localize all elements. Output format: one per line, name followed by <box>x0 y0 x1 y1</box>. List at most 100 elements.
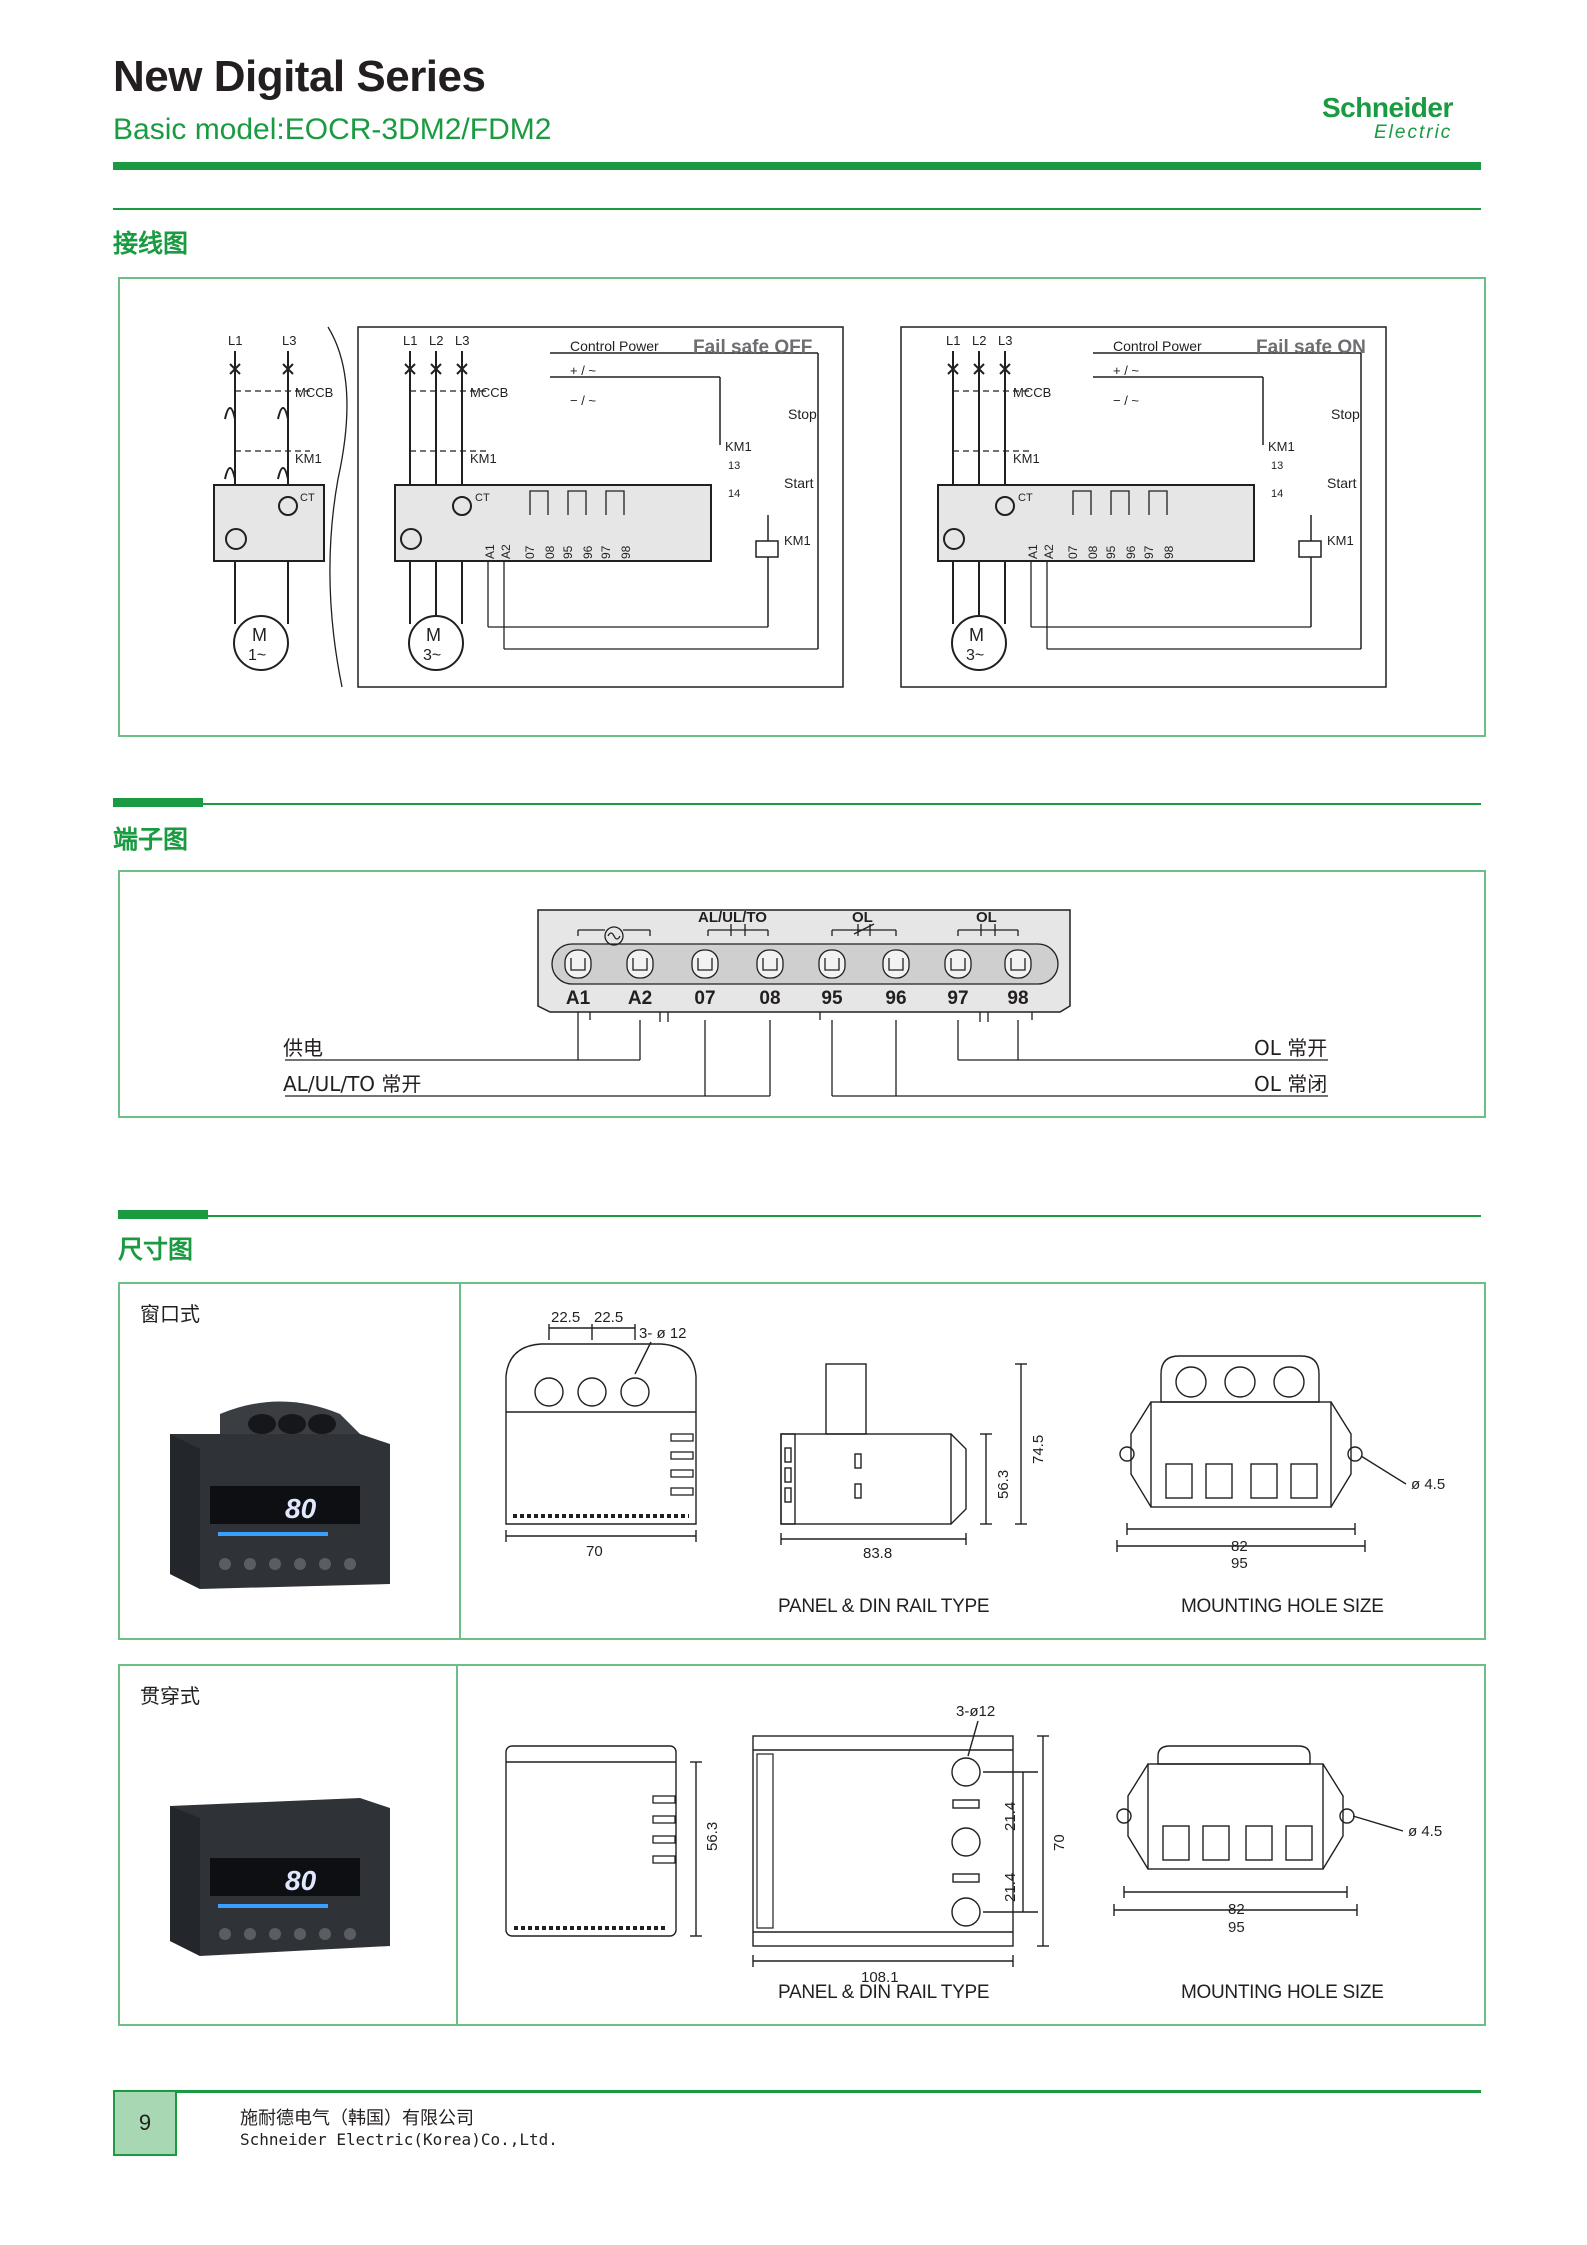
svg-text:95: 95 <box>1231 1555 1248 1572</box>
svg-text:80: 80 <box>285 1493 317 1524</box>
section-rule <box>208 1215 1481 1217</box>
terminal-label-97: 97 <box>947 988 968 1009</box>
schneider-logo: Schneider Electric <box>1322 92 1482 150</box>
page-title: New Digital Series <box>113 52 486 101</box>
svg-text:98: 98 <box>1162 545 1176 559</box>
svg-text:1~: 1~ <box>248 647 266 664</box>
svg-text:22.5: 22.5 <box>594 1309 623 1326</box>
svg-text:08: 08 <box>543 545 557 559</box>
svg-text:ø 4.5: ø 4.5 <box>1408 1823 1442 1840</box>
supply-label: 供电 <box>283 1036 323 1060</box>
wiring-diagram: L1 L3 MCCB KM1 CT M 1~ <box>213 326 1387 688</box>
section-title-terminal: 端子图 <box>113 825 189 854</box>
terminal-screw-97 <box>944 949 972 979</box>
svg-text:CT: CT <box>300 492 315 504</box>
svg-text:3~: 3~ <box>423 647 441 664</box>
window-type-label: 窗口式 <box>140 1302 200 1326</box>
svg-text:A1: A1 <box>483 544 497 559</box>
svg-text:KM1: KM1 <box>725 439 752 454</box>
svg-text:14: 14 <box>728 488 740 500</box>
svg-text:Control Power: Control Power <box>570 338 659 354</box>
svg-text:Control Power: Control Power <box>1113 338 1202 354</box>
svg-text:83.8: 83.8 <box>863 1545 892 1562</box>
svg-text:− / ~: − / ~ <box>1113 393 1139 408</box>
svg-text:3- ø 12: 3- ø 12 <box>639 1325 687 1342</box>
terminal-screw-07 <box>691 949 719 979</box>
company-name-en: Schneider Electric(Korea)Co.,Ltd. <box>240 2130 558 2149</box>
svg-text:22.5: 22.5 <box>551 1309 580 1326</box>
through-type-label: 贯穿式 <box>140 1684 200 1708</box>
svg-text:L1: L1 <box>946 333 960 348</box>
terminal-label-07: 07 <box>694 988 715 1009</box>
svg-text:70: 70 <box>1051 1834 1068 1851</box>
logo-brand: Schneider <box>1322 92 1453 123</box>
svg-text:Start: Start <box>1327 475 1357 491</box>
section-rule <box>113 208 1481 210</box>
terminal-screw-96 <box>882 949 910 979</box>
svg-text:3~: 3~ <box>966 647 984 664</box>
wiring-diagram-1 <box>213 326 348 688</box>
svg-text:Start: Start <box>784 475 814 491</box>
through-type-dimension-drawing: 56.3 3-ø12 21.4 21.4 70 108.1 ø 4.5 82 9… <box>505 1703 1442 1986</box>
svg-text:21.4: 21.4 <box>1002 1802 1019 1831</box>
section-title-dimension: 尺寸图 <box>118 1235 194 1264</box>
through-type-box: 贯穿式 80 <box>118 1664 1486 2026</box>
column-divider <box>456 1666 458 2024</box>
svg-text:KM1: KM1 <box>295 451 322 466</box>
svg-text:KM1: KM1 <box>784 533 811 548</box>
svg-text:98: 98 <box>619 545 633 559</box>
through-type-photo: 80 <box>170 1798 390 1956</box>
svg-text:3-ø12: 3-ø12 <box>956 1703 995 1720</box>
svg-text:MCCB: MCCB <box>295 385 333 400</box>
svg-text:97: 97 <box>1142 545 1156 559</box>
svg-text:Stop: Stop <box>788 406 817 422</box>
svg-text:82: 82 <box>1228 1901 1245 1918</box>
page-subtitle: Basic model:EOCR-3DM2/FDM2 <box>113 113 552 146</box>
svg-text:Fail safe OFF: Fail safe OFF <box>693 337 812 358</box>
terminal-label-08: 08 <box>759 988 780 1009</box>
through-mount-caption: MOUNTING HOLE SIZE <box>1181 1982 1384 2003</box>
svg-text:M: M <box>426 625 441 645</box>
terminal-screw-A2 <box>626 949 654 979</box>
alarm-no-label: AL/UL/TO 常开 <box>283 1072 422 1096</box>
svg-text:KM1: KM1 <box>1268 439 1295 454</box>
window-type-box: 窗口式 80 <box>118 1282 1486 1640</box>
svg-text:L1: L1 <box>228 333 242 348</box>
svg-text:L2: L2 <box>429 333 443 348</box>
svg-text:96: 96 <box>581 545 595 559</box>
svg-text:56.3: 56.3 <box>704 1822 721 1851</box>
terminal-label-A1: A1 <box>566 988 591 1009</box>
svg-text:07: 07 <box>1066 545 1080 559</box>
svg-text:21.4: 21.4 <box>1002 1873 1019 1902</box>
window-type-dimension-drawing: 22.5 22.5 3- ø 12 70 83.8 56.3 74.5 ø 4.… <box>505 1309 1445 1572</box>
svg-text:74.5: 74.5 <box>1030 1435 1047 1464</box>
svg-text:AL/UL/TO: AL/UL/TO <box>698 909 767 926</box>
svg-text:KM1: KM1 <box>1327 533 1354 548</box>
header-rule <box>113 162 1481 170</box>
svg-text:80: 80 <box>285 1865 317 1896</box>
svg-text:OL: OL <box>976 909 997 926</box>
section-accent <box>118 1210 208 1219</box>
svg-text:A2: A2 <box>499 544 513 559</box>
svg-text:L2: L2 <box>972 333 986 348</box>
svg-text:95: 95 <box>1104 545 1118 559</box>
terminal-label-95: 95 <box>821 988 843 1009</box>
section-rule <box>203 803 1481 805</box>
svg-text:95: 95 <box>1228 1919 1245 1936</box>
svg-text:L3: L3 <box>282 333 296 348</box>
terminal-screws <box>564 949 1032 979</box>
svg-text:ø 4.5: ø 4.5 <box>1411 1476 1445 1493</box>
footer-rule <box>113 2090 1481 2093</box>
svg-text:+ / ~: + / ~ <box>570 363 596 378</box>
svg-text:MCCB: MCCB <box>1013 385 1051 400</box>
terminal-screw-A1 <box>564 949 592 979</box>
svg-text:CT: CT <box>1018 492 1033 504</box>
svg-text:L1: L1 <box>403 333 417 348</box>
svg-text:KM1: KM1 <box>1013 451 1040 466</box>
window-mount-caption: MOUNTING HOLE SIZE <box>1181 1596 1384 1617</box>
window-type-photo: 80 <box>170 1401 390 1589</box>
svg-text:A2: A2 <box>1042 544 1056 559</box>
ol-no-label: OL 常开 <box>1254 1036 1328 1060</box>
